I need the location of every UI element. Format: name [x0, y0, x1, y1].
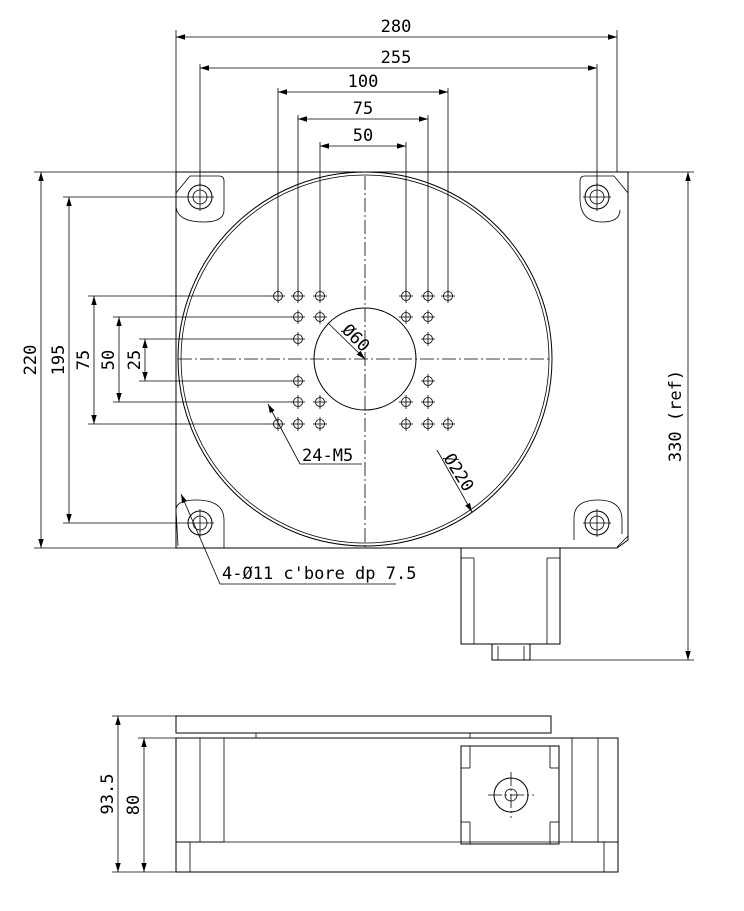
dim-width-280: 280 — [175, 17, 618, 172]
dim-label-100: 100 — [348, 72, 379, 92]
dim-height-220: 220 — [21, 171, 176, 549]
mount-hole-bl — [186, 509, 214, 537]
dim-width-100: 100 — [277, 72, 449, 296]
tapped-hole — [399, 417, 413, 431]
dim-label-75v: 75 — [74, 350, 94, 370]
corner-lug-tl — [175, 175, 225, 223]
tapped-hole — [291, 332, 305, 346]
tapped-hole — [291, 310, 305, 324]
dim-label-93-5: 93.5 — [98, 774, 118, 815]
side-right-block — [571, 737, 619, 843]
tapped-hole — [313, 417, 327, 431]
dim-overall-330: 330 (ref) — [530, 171, 694, 661]
dim-height-50: 50 — [99, 316, 292, 403]
base-plate-outline — [175, 171, 629, 549]
tapped-holes-label: 24-M5 — [302, 446, 353, 466]
corner-lug-br — [573, 499, 629, 548]
tapped-hole — [421, 374, 435, 388]
dim-width-75: 75 — [297, 99, 429, 296]
dim-side-80: 80 — [124, 737, 176, 872]
tapped-hole — [271, 417, 285, 431]
dim-width-50: 50 — [319, 126, 407, 296]
mount-hole-br — [583, 509, 611, 537]
dim-width-255: 255 — [199, 48, 598, 185]
mount-hole-tl — [186, 183, 214, 211]
center-bore-label: Ø60 — [337, 320, 373, 356]
callout-center-bore: Ø60 — [327, 320, 373, 360]
callout-tapped-holes: 24-M5 — [267, 403, 362, 466]
dim-side-93-5: 93.5 — [98, 715, 176, 873]
dim-label-80: 80 — [124, 795, 144, 815]
tapped-hole — [421, 332, 435, 346]
tapped-hole — [441, 417, 455, 431]
dim-height-25: 25 — [125, 338, 292, 382]
dim-label-220: 220 — [21, 345, 41, 376]
mount-holes-label: 4-Ø11 c'bore dp 7.5 — [222, 564, 416, 584]
callout-mount-holes: 4-Ø11 c'bore dp 7.5 — [180, 493, 416, 585]
side-view: 93.5 80 — [98, 715, 619, 873]
tapped-hole — [313, 395, 327, 409]
dim-label-330: 330 (ref) — [666, 370, 686, 462]
dim-label-280: 280 — [381, 17, 412, 37]
dim-height-75: 75 — [74, 295, 272, 425]
top-view: 280 255 100 75 50 — [21, 17, 694, 661]
tapped-hole — [421, 310, 435, 324]
dim-label-50v: 50 — [99, 350, 119, 370]
dim-label-195: 195 — [49, 345, 69, 376]
side-body — [175, 737, 619, 873]
table-dia-label: Ø220 — [439, 450, 478, 495]
tapped-hole — [313, 310, 327, 324]
tapped-hole — [291, 417, 305, 431]
dim-label-25v: 25 — [125, 350, 145, 370]
tapped-hole — [421, 395, 435, 409]
corner-lug-bl — [175, 499, 225, 548]
dim-height-195: 195 — [49, 196, 186, 524]
tapped-hole — [399, 310, 413, 324]
tapped-hole — [399, 395, 413, 409]
dim-label-50: 50 — [353, 126, 373, 146]
dim-label-75: 75 — [353, 99, 373, 119]
side-table-plate — [175, 715, 552, 734]
dim-label-255: 255 — [381, 48, 412, 68]
corner-lug-tr — [579, 175, 629, 223]
motor-housing — [460, 547, 561, 661]
callout-table-dia: Ø220 — [436, 449, 478, 513]
side-motor-face — [460, 745, 560, 845]
tapped-hole — [291, 395, 305, 409]
tapped-hole — [421, 417, 435, 431]
tapped-hole — [291, 374, 305, 388]
mount-hole-tr — [583, 183, 611, 211]
